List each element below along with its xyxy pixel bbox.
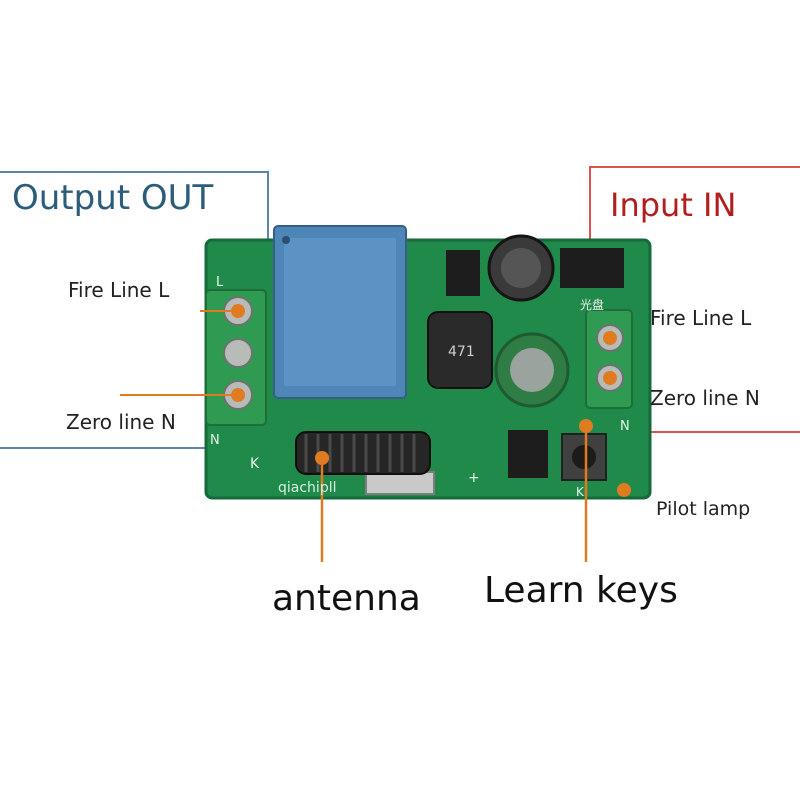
silk-k-right: K: [576, 485, 585, 499]
silk-k-left: K: [250, 456, 260, 472]
output-screw-2: [223, 338, 253, 368]
learn-key-cap: [572, 445, 596, 469]
dot-input-zero: [603, 371, 617, 385]
silk-n-left: N: [210, 433, 220, 448]
output-title: Output OUT: [12, 178, 214, 218]
chip-top: [446, 250, 480, 296]
rf-module: [365, 471, 435, 495]
antenna-label: antenna: [272, 578, 421, 619]
dot-input-fire: [603, 331, 617, 345]
silk-l-left: L: [216, 275, 224, 290]
dot-output-zero: [231, 388, 245, 402]
antenna-coil: [295, 431, 431, 475]
top-capacitor-top: [501, 248, 541, 288]
inductor: [427, 311, 493, 389]
input-zero-line-label: Zero line N: [650, 386, 760, 410]
input-fire-line-label: Fire Line L: [650, 306, 752, 330]
dot-learn-keys: [579, 419, 593, 433]
green-capacitor-top: [510, 348, 554, 392]
relay-face: [284, 238, 396, 386]
relay-dot: [282, 236, 290, 244]
bridge-rectifier: [560, 248, 624, 288]
inductor-code: 471: [448, 344, 475, 360]
silk-brand: qiachipll: [278, 480, 336, 496]
silk-plus: +: [468, 470, 480, 486]
dot-antenna: [315, 451, 329, 465]
output-fire-line-label: Fire Line L: [68, 278, 170, 302]
chip-bottom: [508, 430, 548, 478]
silk-n-right: N: [620, 419, 630, 434]
input-title: Input IN: [610, 186, 737, 224]
output-zero-line-label: Zero line N: [66, 410, 176, 434]
dot-pilot-lamp: [617, 483, 631, 497]
chip-label: 光盘: [580, 297, 604, 312]
pilot-lamp-label: Pilot lamp: [656, 498, 751, 520]
dot-output-fire: [231, 304, 245, 318]
learn-keys-label: Learn keys: [484, 570, 678, 611]
